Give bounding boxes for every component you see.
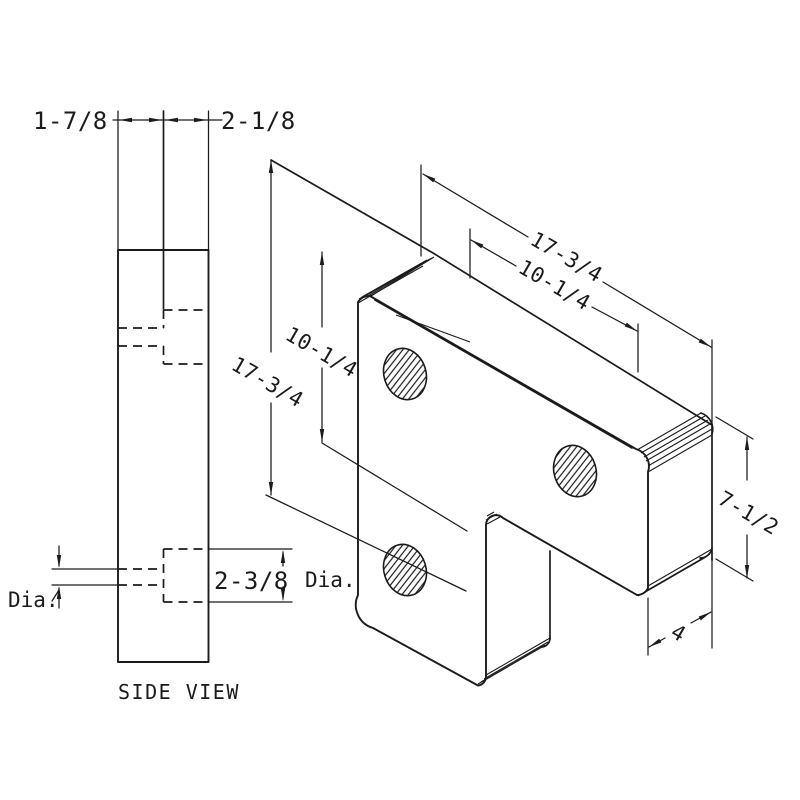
dim-arrow	[744, 437, 750, 450]
bolt-hole-right	[552, 444, 598, 498]
dim-arrow	[194, 117, 207, 123]
dim-arrow	[268, 482, 274, 495]
bolt-hole-top-left	[382, 347, 428, 401]
corner-fillet-band-notch	[485, 511, 501, 525]
dim-label-hole-diameter: 2-3/8	[214, 567, 289, 595]
dim-arrow	[624, 322, 637, 331]
dim-label-arm-height: 7-1/2	[714, 486, 783, 540]
dim-arrow	[149, 117, 162, 123]
top-edge-fillet-line	[374, 299, 633, 449]
corner-fillet-band-arm-bottom	[637, 547, 713, 597]
dim-arrow	[119, 117, 132, 123]
extension-line-through-hole	[265, 494, 467, 592]
dim-arrow	[319, 252, 325, 265]
dim-label-overall-height: 17-3/4	[227, 352, 307, 412]
leader-line	[51, 589, 60, 602]
dim-label-thickness-left: 1-7/8	[33, 107, 108, 135]
dim-label-thickness: 4	[667, 619, 690, 646]
dim-line	[602, 281, 712, 348]
dim-line	[422, 173, 529, 238]
view-caption: SIDE VIEW	[118, 680, 240, 704]
dim-arrow	[268, 160, 274, 173]
dim-arrow	[319, 429, 325, 442]
dim-arrow	[165, 117, 178, 123]
side-view: 1-7/8 2-1/8 2-3/8 Dia. D	[8, 107, 356, 704]
back-top-edge	[270, 159, 713, 426]
extension-line-step	[321, 442, 468, 532]
corner-fillet-band-top-left	[357, 256, 435, 304]
bolt-hole-bottom-left	[382, 543, 428, 597]
dim-arrow	[56, 555, 62, 568]
dim-arrow	[280, 550, 286, 563]
dim-arrow	[698, 338, 711, 347]
dim-arrow	[649, 638, 662, 647]
dim-arrow	[698, 612, 711, 621]
dia-callout-label: Dia.	[8, 588, 59, 612]
extension-line	[715, 416, 754, 440]
dim-arrow	[56, 586, 62, 599]
corner-fillet-band-stem-bottom	[477, 637, 551, 685]
top-edge-fillet-line	[395, 314, 471, 343]
dim-arrow	[423, 174, 436, 183]
dim-arrow	[280, 588, 286, 601]
isometric-view: 17-3/4 10-1/4 17-3/4 10-1/4 7-1/2	[227, 159, 783, 687]
dim-arrow	[744, 565, 750, 578]
dia-suffix-label: Dia.	[305, 568, 356, 592]
dim-arrow	[471, 240, 484, 249]
corner-fillet-band-top-right	[636, 412, 714, 473]
dim-label-thickness-right: 2-1/8	[221, 107, 296, 135]
